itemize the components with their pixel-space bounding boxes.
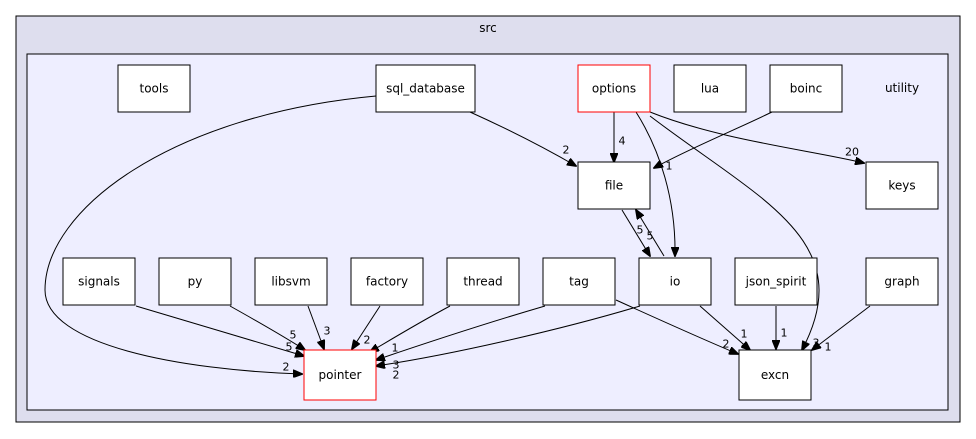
edge-label-libsvm-pointer: 3	[324, 325, 331, 338]
edge-graph-to-excn[interactable]	[812, 305, 871, 350]
svg-text:libsvm: libsvm	[271, 275, 310, 289]
node-io[interactable]: io	[638, 257, 712, 306]
edge-label-options-io: 1	[666, 160, 673, 173]
svg-text:sql_database: sql_database	[386, 82, 465, 96]
node-excn[interactable]: excn	[738, 349, 812, 401]
edge-label-file-io: 5	[637, 224, 644, 237]
edge-libsvm-to-pointer[interactable]	[307, 305, 324, 349]
edge-label-sql-database-file: 2	[563, 144, 570, 157]
edge-sql-database-to-file[interactable]	[469, 111, 576, 166]
node-pointer[interactable]: pointer	[303, 349, 377, 401]
edges: 2 4 1 20 3 5 5 1 3 5 5 3 2 1 2 2 1	[44, 95, 871, 382]
edge-label-options-keys: 20	[845, 146, 859, 159]
node-boinc[interactable]: boinc	[769, 64, 843, 113]
cluster-src-label: src	[479, 21, 497, 35]
edge-label-io-pointer: 3	[393, 359, 400, 372]
svg-text:options: options	[592, 82, 636, 96]
edge-label-io-file: 5	[647, 230, 654, 243]
edge-tag-to-excn[interactable]	[615, 299, 738, 354]
edge-tag-to-pointer[interactable]	[376, 305, 546, 360]
edge-options-to-excn[interactable]	[649, 115, 820, 350]
edge-label-tag-excn: 2	[723, 338, 730, 351]
svg-text:boinc: boinc	[790, 82, 823, 96]
svg-text:graph: graph	[884, 275, 919, 289]
svg-text:tag: tag	[569, 275, 589, 289]
node-keys[interactable]: keys	[865, 161, 939, 210]
edge-label-graph-excn: 1	[825, 341, 832, 354]
svg-text:factory: factory	[366, 275, 408, 289]
svg-text:py: py	[188, 275, 203, 289]
svg-text:excn: excn	[761, 368, 789, 382]
svg-text:tools: tools	[140, 82, 169, 96]
node-sql-database[interactable]: sql_database	[375, 64, 476, 113]
svg-text:keys: keys	[888, 179, 915, 193]
node-lua[interactable]: lua	[673, 64, 747, 113]
node-json-spirit[interactable]: json_spirit	[734, 257, 818, 306]
edge-label-signals-pointer: 5	[286, 341, 293, 354]
edge-sql-database-to-pointer[interactable]	[44, 95, 377, 374]
node-options[interactable]: options	[577, 64, 651, 113]
cluster-utility-label: utility	[885, 81, 919, 95]
edge-label-io-excn: 1	[741, 328, 748, 341]
edge-label-py-pointer: 5	[290, 329, 297, 342]
svg-text:signals: signals	[78, 275, 120, 289]
node-file[interactable]: file	[577, 161, 651, 210]
edge-signals-to-pointer[interactable]	[135, 305, 304, 356]
svg-text:pointer: pointer	[319, 368, 362, 382]
edge-label-options-file: 4	[619, 135, 626, 148]
edge-label-sql-database-pointer: 2	[283, 361, 290, 374]
edge-label-factory-pointer: 2	[364, 334, 371, 347]
node-tag[interactable]: tag	[542, 257, 616, 306]
svg-text:thread: thread	[463, 275, 502, 289]
edge-options-to-keys[interactable]	[649, 111, 864, 163]
edge-factory-to-pointer[interactable]	[352, 305, 381, 349]
node-py[interactable]: py	[158, 257, 232, 306]
svg-text:io: io	[670, 275, 681, 289]
svg-text:lua: lua	[701, 82, 719, 96]
edge-thread-to-pointer[interactable]	[370, 305, 451, 352]
edge-options-to-io[interactable]	[635, 111, 675, 256]
node-signals[interactable]: signals	[62, 257, 136, 306]
node-factory[interactable]: factory	[350, 257, 424, 306]
edge-py-to-pointer[interactable]	[229, 305, 305, 350]
node-tools[interactable]: tools	[117, 64, 191, 113]
nodes: tools sql_database options lua boinc fil…	[62, 64, 939, 401]
edge-io-to-pointer[interactable]	[376, 305, 641, 366]
edge-io-to-file[interactable]	[636, 210, 665, 257]
svg-text:file: file	[605, 179, 623, 193]
node-graph[interactable]: graph	[865, 257, 939, 306]
node-libsvm[interactable]: libsvm	[254, 257, 328, 306]
node-thread[interactable]: thread	[446, 257, 520, 306]
edge-io-to-excn[interactable]	[699, 305, 750, 350]
edge-label-tag-pointer: 2	[393, 369, 400, 382]
svg-text:json_spirit: json_spirit	[745, 275, 807, 289]
edge-label-json-spirit-excn: 1	[781, 327, 788, 340]
edge-label-thread-pointer: 1	[392, 342, 399, 355]
edge-file-to-io[interactable]	[621, 209, 650, 256]
edge-boinc-to-file[interactable]	[654, 109, 777, 168]
